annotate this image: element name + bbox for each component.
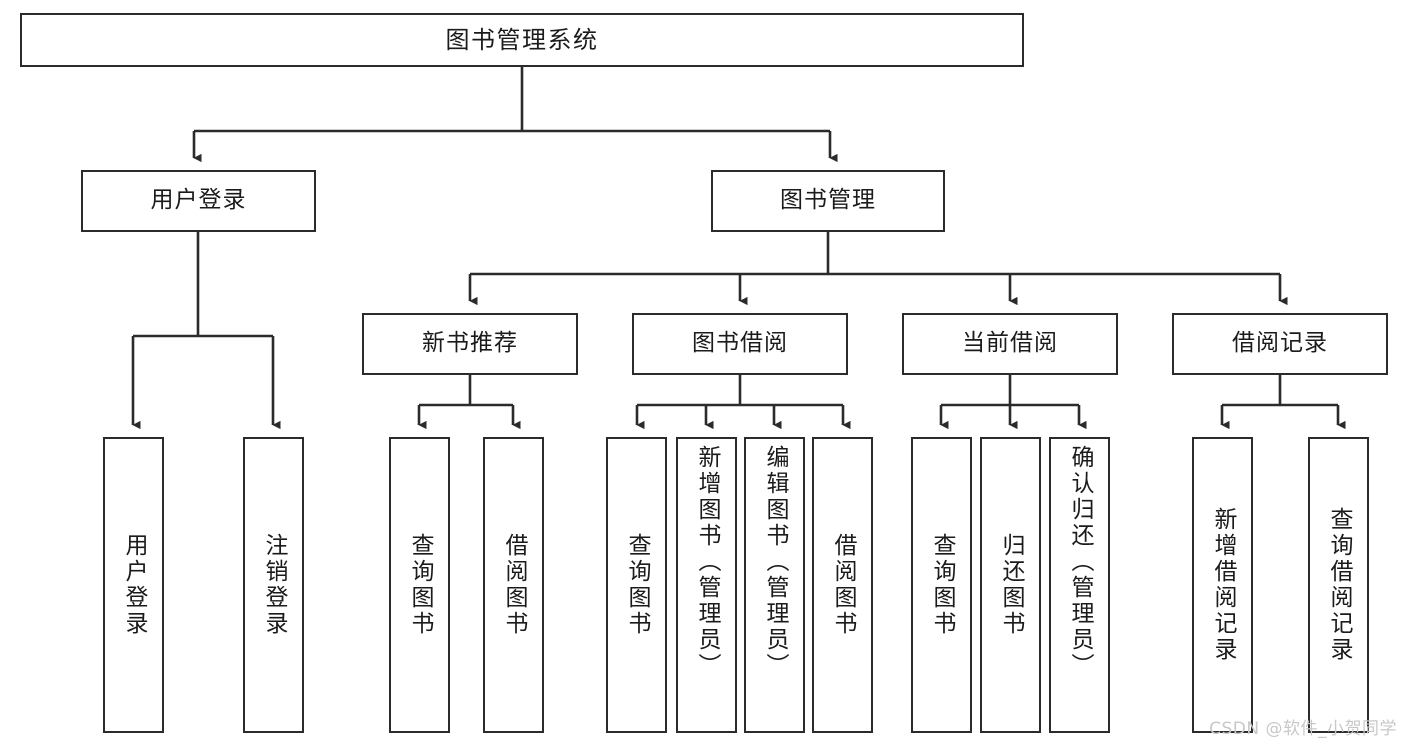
node-borrow-record[interactable]: 借阅记录 [1172,313,1388,375]
node-new-book-recommend[interactable]: 新书推荐 [362,313,578,375]
node-label: 借阅图书 [830,533,856,637]
node-label: 用户登录 [121,533,147,637]
node-label: 查询图书 [407,533,433,637]
node-label: 用户登录 [150,187,247,214]
leaf-borrow-book-newbook[interactable]: 借阅图书 [483,437,544,733]
node-book-management[interactable]: 图书管理 [711,170,945,232]
node-label: 确认归还（管理员） [1067,445,1093,679]
node-label: 图书管理 [780,187,876,214]
leaf-edit-book-admin[interactable]: 编辑图书（管理员） [744,437,805,733]
node-label: 归还图书 [998,533,1024,637]
node-label: 注销登录 [261,533,287,637]
node-label: 借阅记录 [1232,330,1328,357]
node-root-book-management-system[interactable]: 图书管理系统 [20,13,1024,67]
node-label: 编辑图书（管理员） [762,445,788,679]
leaf-add-borrow-record[interactable]: 新增借阅记录 [1192,437,1253,733]
leaf-confirm-return-admin[interactable]: 确认归还（管理员） [1049,437,1110,733]
node-label: 查询图书 [624,533,650,637]
leaf-query-book-borrow[interactable]: 查询图书 [606,437,667,733]
node-label: 当前借阅 [962,330,1058,357]
leaf-logout[interactable]: 注销登录 [243,437,304,733]
node-label: 图书管理系统 [445,25,599,54]
leaf-query-borrow-record[interactable]: 查询借阅记录 [1308,437,1369,733]
leaf-add-book-admin[interactable]: 新增图书（管理员） [676,437,737,733]
node-label: 新增借阅记录 [1210,507,1236,663]
watermark: CSDN @软件_小贺同学 [1209,719,1397,739]
node-current-borrow[interactable]: 当前借阅 [902,313,1118,375]
leaf-user-login[interactable]: 用户登录 [103,437,164,733]
leaf-query-book-newbook[interactable]: 查询图书 [389,437,450,733]
node-user-login[interactable]: 用户登录 [81,170,316,232]
node-label: 图书借阅 [692,330,788,357]
leaf-query-book-current[interactable]: 查询图书 [911,437,972,733]
node-label: 查询借阅记录 [1326,507,1352,663]
leaf-borrow-book[interactable]: 借阅图书 [812,437,873,733]
node-book-borrow[interactable]: 图书借阅 [632,313,848,375]
node-label: 借阅图书 [501,533,527,637]
node-label: 新增图书（管理员） [694,445,720,679]
node-label: 新书推荐 [422,330,518,357]
leaf-return-book[interactable]: 归还图书 [980,437,1041,733]
node-label: 查询图书 [929,533,955,637]
